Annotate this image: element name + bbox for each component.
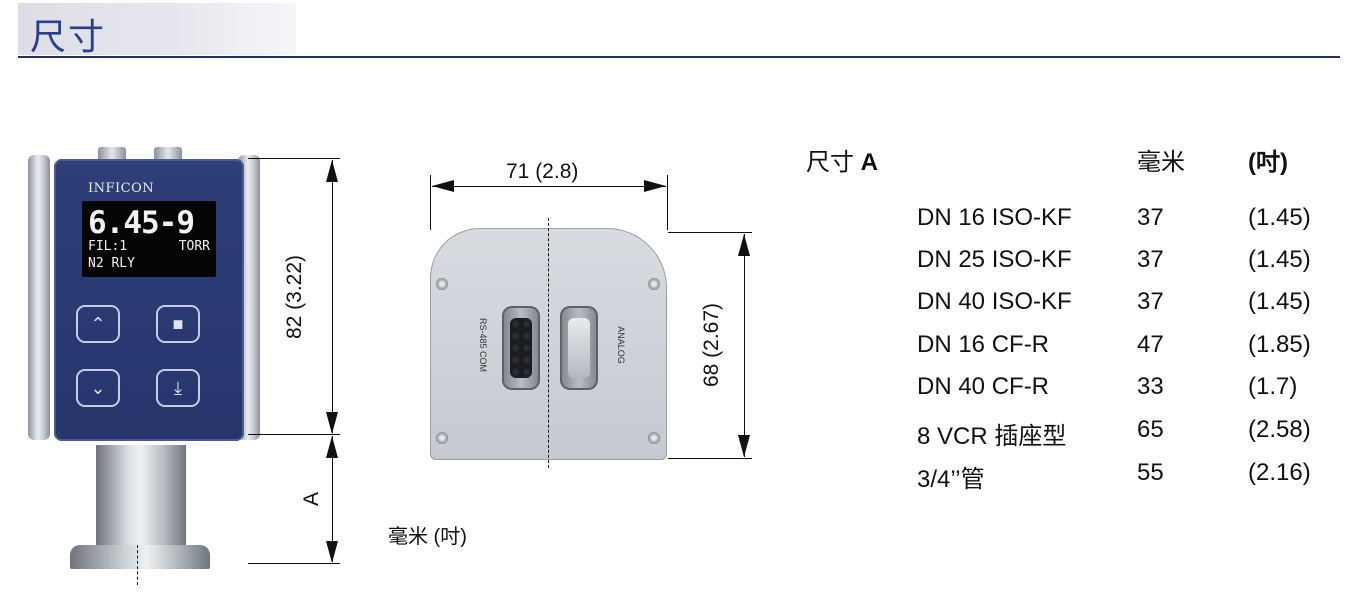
table-row-mm: 33	[1137, 373, 1164, 400]
display-gas: N2 RLY	[88, 256, 135, 271]
header-band	[18, 3, 296, 55]
table-row-name: DN 40 ISO-KF	[917, 288, 1072, 315]
table-row-mm: 37	[1137, 246, 1164, 273]
extension-line	[668, 232, 752, 233]
extension-line	[667, 175, 668, 230]
brand-logo: INFICON	[88, 181, 155, 196]
table-row-name: DN 25 ISO-KF	[917, 246, 1072, 273]
dimension-line-width	[432, 186, 666, 187]
table-row-mm: 65	[1137, 416, 1164, 443]
dim-a-label: A	[300, 491, 324, 507]
table-row-name: DN 40 CF-R	[917, 373, 1050, 400]
dimension-line-a	[332, 436, 333, 562]
extension-line	[248, 158, 340, 159]
extension-line	[430, 175, 431, 230]
arrow-down-icon	[326, 541, 338, 563]
chevron-up-icon: ⌃	[90, 313, 106, 334]
header-rule	[18, 56, 1340, 58]
table-row-inch: (1.7)	[1248, 373, 1298, 400]
connector-left-label: RS-485 COM	[478, 317, 489, 373]
screw	[436, 278, 448, 290]
extension-line	[668, 458, 752, 459]
arrow-up-icon	[326, 436, 338, 458]
table-row-mm: 37	[1137, 204, 1164, 231]
screw	[648, 278, 660, 290]
page-title: 尺寸	[30, 17, 107, 58]
screw	[436, 432, 448, 444]
back-width-label: 71 (2.8)	[506, 160, 579, 183]
dimension-line-height	[332, 160, 333, 433]
gauge-display: 6.45-9 FIL:1 TORR N2 RLY	[82, 201, 216, 277]
front-height-label: 82 (3.22)	[283, 254, 307, 340]
table-row-name: DN 16 CF-R	[917, 331, 1050, 358]
square-icon: ■	[172, 313, 184, 334]
extension-line	[248, 434, 340, 435]
arrow-down-icon	[738, 435, 750, 457]
display-filament: FIL:1	[88, 239, 128, 254]
connector-right-label: ANALOG	[615, 326, 626, 364]
back-height-label: 68 (2.67)	[700, 302, 724, 388]
up-key: ⌃	[76, 305, 120, 343]
table-col-inch: (吋)	[1248, 149, 1288, 176]
table-row-inch: (2.58)	[1248, 416, 1311, 443]
down-key: ⌄	[76, 369, 120, 407]
extension-line	[248, 563, 340, 564]
table-row-inch: (1.85)	[1248, 331, 1311, 358]
units-note: 毫米 (吋)	[388, 526, 467, 548]
arrow-left-icon	[432, 180, 454, 192]
left-rail	[28, 155, 50, 440]
display-reading: 6.45-9	[88, 205, 195, 241]
stop-key: ■	[156, 305, 200, 343]
device-front-view: INFICON 6.45-9 FIL:1 TORR N2 RLY ⌃ ■ ⌄ ⤓	[18, 145, 263, 575]
screw	[648, 432, 660, 444]
enter-key: ⤓	[156, 369, 200, 407]
table-row-name: 3/4’’管	[917, 466, 985, 493]
chevron-down-icon: ⌄	[90, 377, 106, 398]
table-row-mm: 47	[1137, 331, 1164, 358]
arrow-up-icon	[326, 160, 338, 182]
rs485-connector	[502, 306, 540, 390]
table-col-mm: 毫米	[1137, 149, 1185, 176]
table-row-mm: 37	[1137, 288, 1164, 315]
table-row-inch: (1.45)	[1248, 288, 1311, 315]
gauge-flange	[70, 545, 210, 569]
table-row-inch: (2.16)	[1248, 459, 1311, 486]
arrow-down-icon	[326, 412, 338, 434]
table-row-mm: 55	[1137, 459, 1164, 486]
front-centerline	[137, 545, 138, 585]
dimension-line-back-height	[744, 234, 745, 457]
table-col-title: 尺寸 A	[806, 149, 879, 176]
download-icon: ⤓	[174, 377, 182, 398]
back-centerline	[548, 218, 549, 468]
display-unit: TORR	[178, 239, 210, 254]
table-row-inch: (1.45)	[1248, 246, 1311, 273]
arrow-right-icon	[644, 180, 666, 192]
table-row-name: DN 16 ISO-KF	[917, 204, 1072, 231]
arrow-up-icon	[738, 234, 750, 256]
analog-connector	[560, 306, 598, 390]
table-row-inch: (1.45)	[1248, 204, 1311, 231]
table-row-name: 8 VCR 插座型	[917, 423, 1067, 450]
